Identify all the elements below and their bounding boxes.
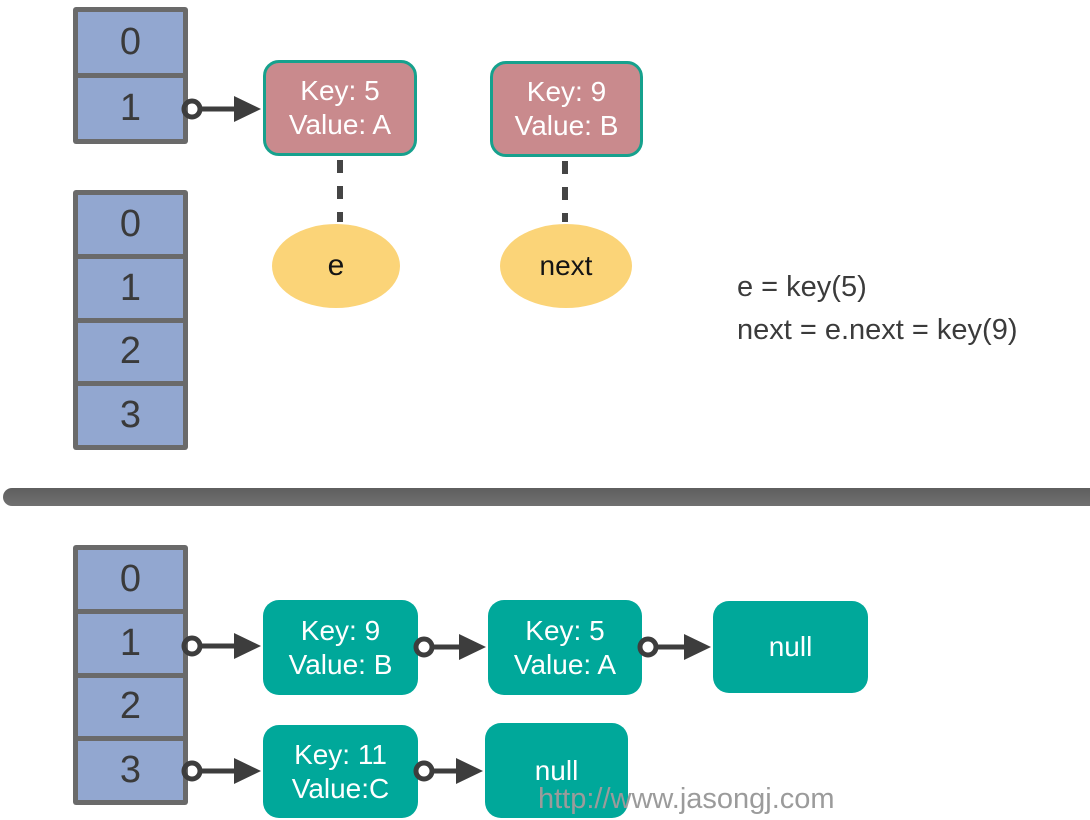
annotation-line1: e = key(5) (737, 271, 867, 303)
arrow-cell1-to-key5 (181, 96, 261, 122)
arrow-key5-to-null (637, 634, 711, 660)
null-node-bucket3: null (485, 723, 628, 818)
array-cell: 1 (78, 258, 183, 318)
entry-node-key9-new: Key: 9 Value: B (263, 600, 418, 695)
entry-node-key9: Key: 9 Value: B (490, 61, 643, 157)
entry-value: Value:C (291, 772, 390, 804)
entry-value: Value: B (514, 110, 619, 141)
null-label: null (534, 754, 579, 786)
annotation-line2: next = e.next = key(9) (737, 314, 1018, 346)
entry-node-key5: Key: 5 Value: A (263, 60, 417, 156)
variable-ellipse-e: e (272, 224, 400, 308)
section-divider (3, 488, 1090, 506)
variable-ellipse-next: next (500, 224, 632, 308)
entry-key: Key: 5 (300, 75, 380, 106)
array-cell: 2 (78, 322, 183, 382)
array-cell: 0 (78, 12, 183, 73)
entry-value: Value: A (288, 109, 392, 140)
entry-key: Key: 11 (294, 738, 387, 770)
array-cell: 3 (78, 386, 183, 445)
arrow-key9-to-key5-new (413, 634, 486, 660)
watermark-url: http://www.jasongj.com (538, 783, 835, 815)
array-cell: 1 (78, 613, 183, 673)
entry-node-key5-new: Key: 5 Value: A (488, 600, 642, 695)
null-node-bucket1: null (713, 601, 868, 693)
array-small: 0 1 (73, 7, 188, 144)
array-cell: 0 (78, 550, 183, 609)
entry-key: Key: 9 (300, 614, 381, 646)
annotation-text: e = key(5) next = e.next = key(9) (737, 266, 1017, 352)
array-cell: 3 (78, 741, 183, 800)
array-cell: 2 (78, 677, 183, 737)
entry-key: Key: 5 (525, 614, 605, 646)
array-cell: 1 (78, 78, 183, 139)
entry-value: Value: B (288, 648, 393, 680)
arrow-cell3-to-key11 (181, 758, 261, 784)
entry-node-key11-new: Key: 11 Value:C (263, 725, 418, 818)
null-label: null (768, 631, 813, 662)
entry-value: Value: A (513, 648, 617, 680)
entry-key: Key: 9 (526, 76, 607, 107)
array-bottom: 0 1 2 3 (73, 545, 188, 805)
variable-label: e (327, 249, 345, 282)
variable-label: next (539, 250, 593, 281)
array-cell: 0 (78, 195, 183, 254)
arrow-cell1-to-key9-new (181, 633, 261, 659)
arrow-key11-to-null (413, 758, 483, 784)
array-middle: 0 1 2 3 (73, 190, 188, 450)
